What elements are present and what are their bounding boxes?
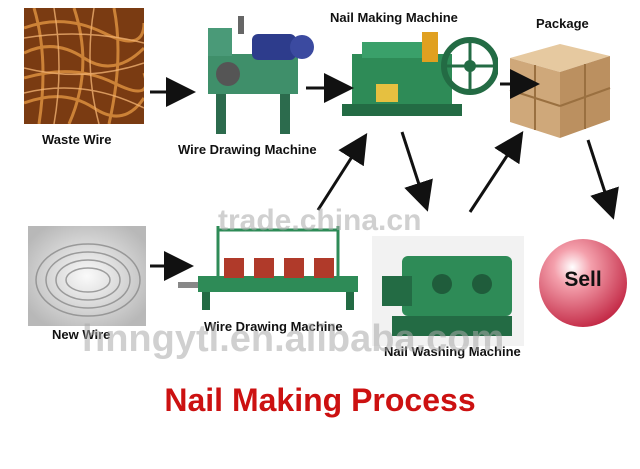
- arrow-package-down-to-sell: [586, 139, 619, 220]
- wire-drawing-top-label: Wire Drawing Machine: [178, 142, 317, 157]
- sell-ball: [538, 238, 628, 328]
- new-wire-label: New Wire: [52, 327, 111, 342]
- nail-washing-label: Nail Washing Machine: [384, 344, 521, 359]
- package-label: Package: [536, 16, 589, 31]
- nail-making-label: Nail Making Machine: [330, 10, 458, 25]
- arrow-washing-up-to-package: [468, 130, 524, 213]
- sell-label: Sell: [564, 268, 602, 291]
- wire-drawing-bottom-label: Wire Drawing Machine: [204, 319, 343, 334]
- nail-making-machine-image: [342, 24, 498, 128]
- arrow-drawing-up-to-nailmaking: [316, 132, 368, 211]
- page-title: Nail Making Process: [164, 382, 476, 418]
- new-wire-image: [28, 226, 146, 326]
- watermark-trade-china: trade.china.cn: [218, 204, 422, 237]
- wire-drawing-machine-top-image: [198, 14, 326, 138]
- waste-wire-image: [24, 8, 144, 124]
- nail-washing-machine-image: [372, 236, 524, 346]
- waste-wire-label: Waste Wire: [42, 132, 112, 147]
- watermark-alibaba: hnngytl.en.alibaba.com: [82, 318, 505, 360]
- wire-drawing-machine-bottom-image: [178, 226, 366, 312]
- arrow-nailmaking-down-to-washing: [400, 131, 433, 212]
